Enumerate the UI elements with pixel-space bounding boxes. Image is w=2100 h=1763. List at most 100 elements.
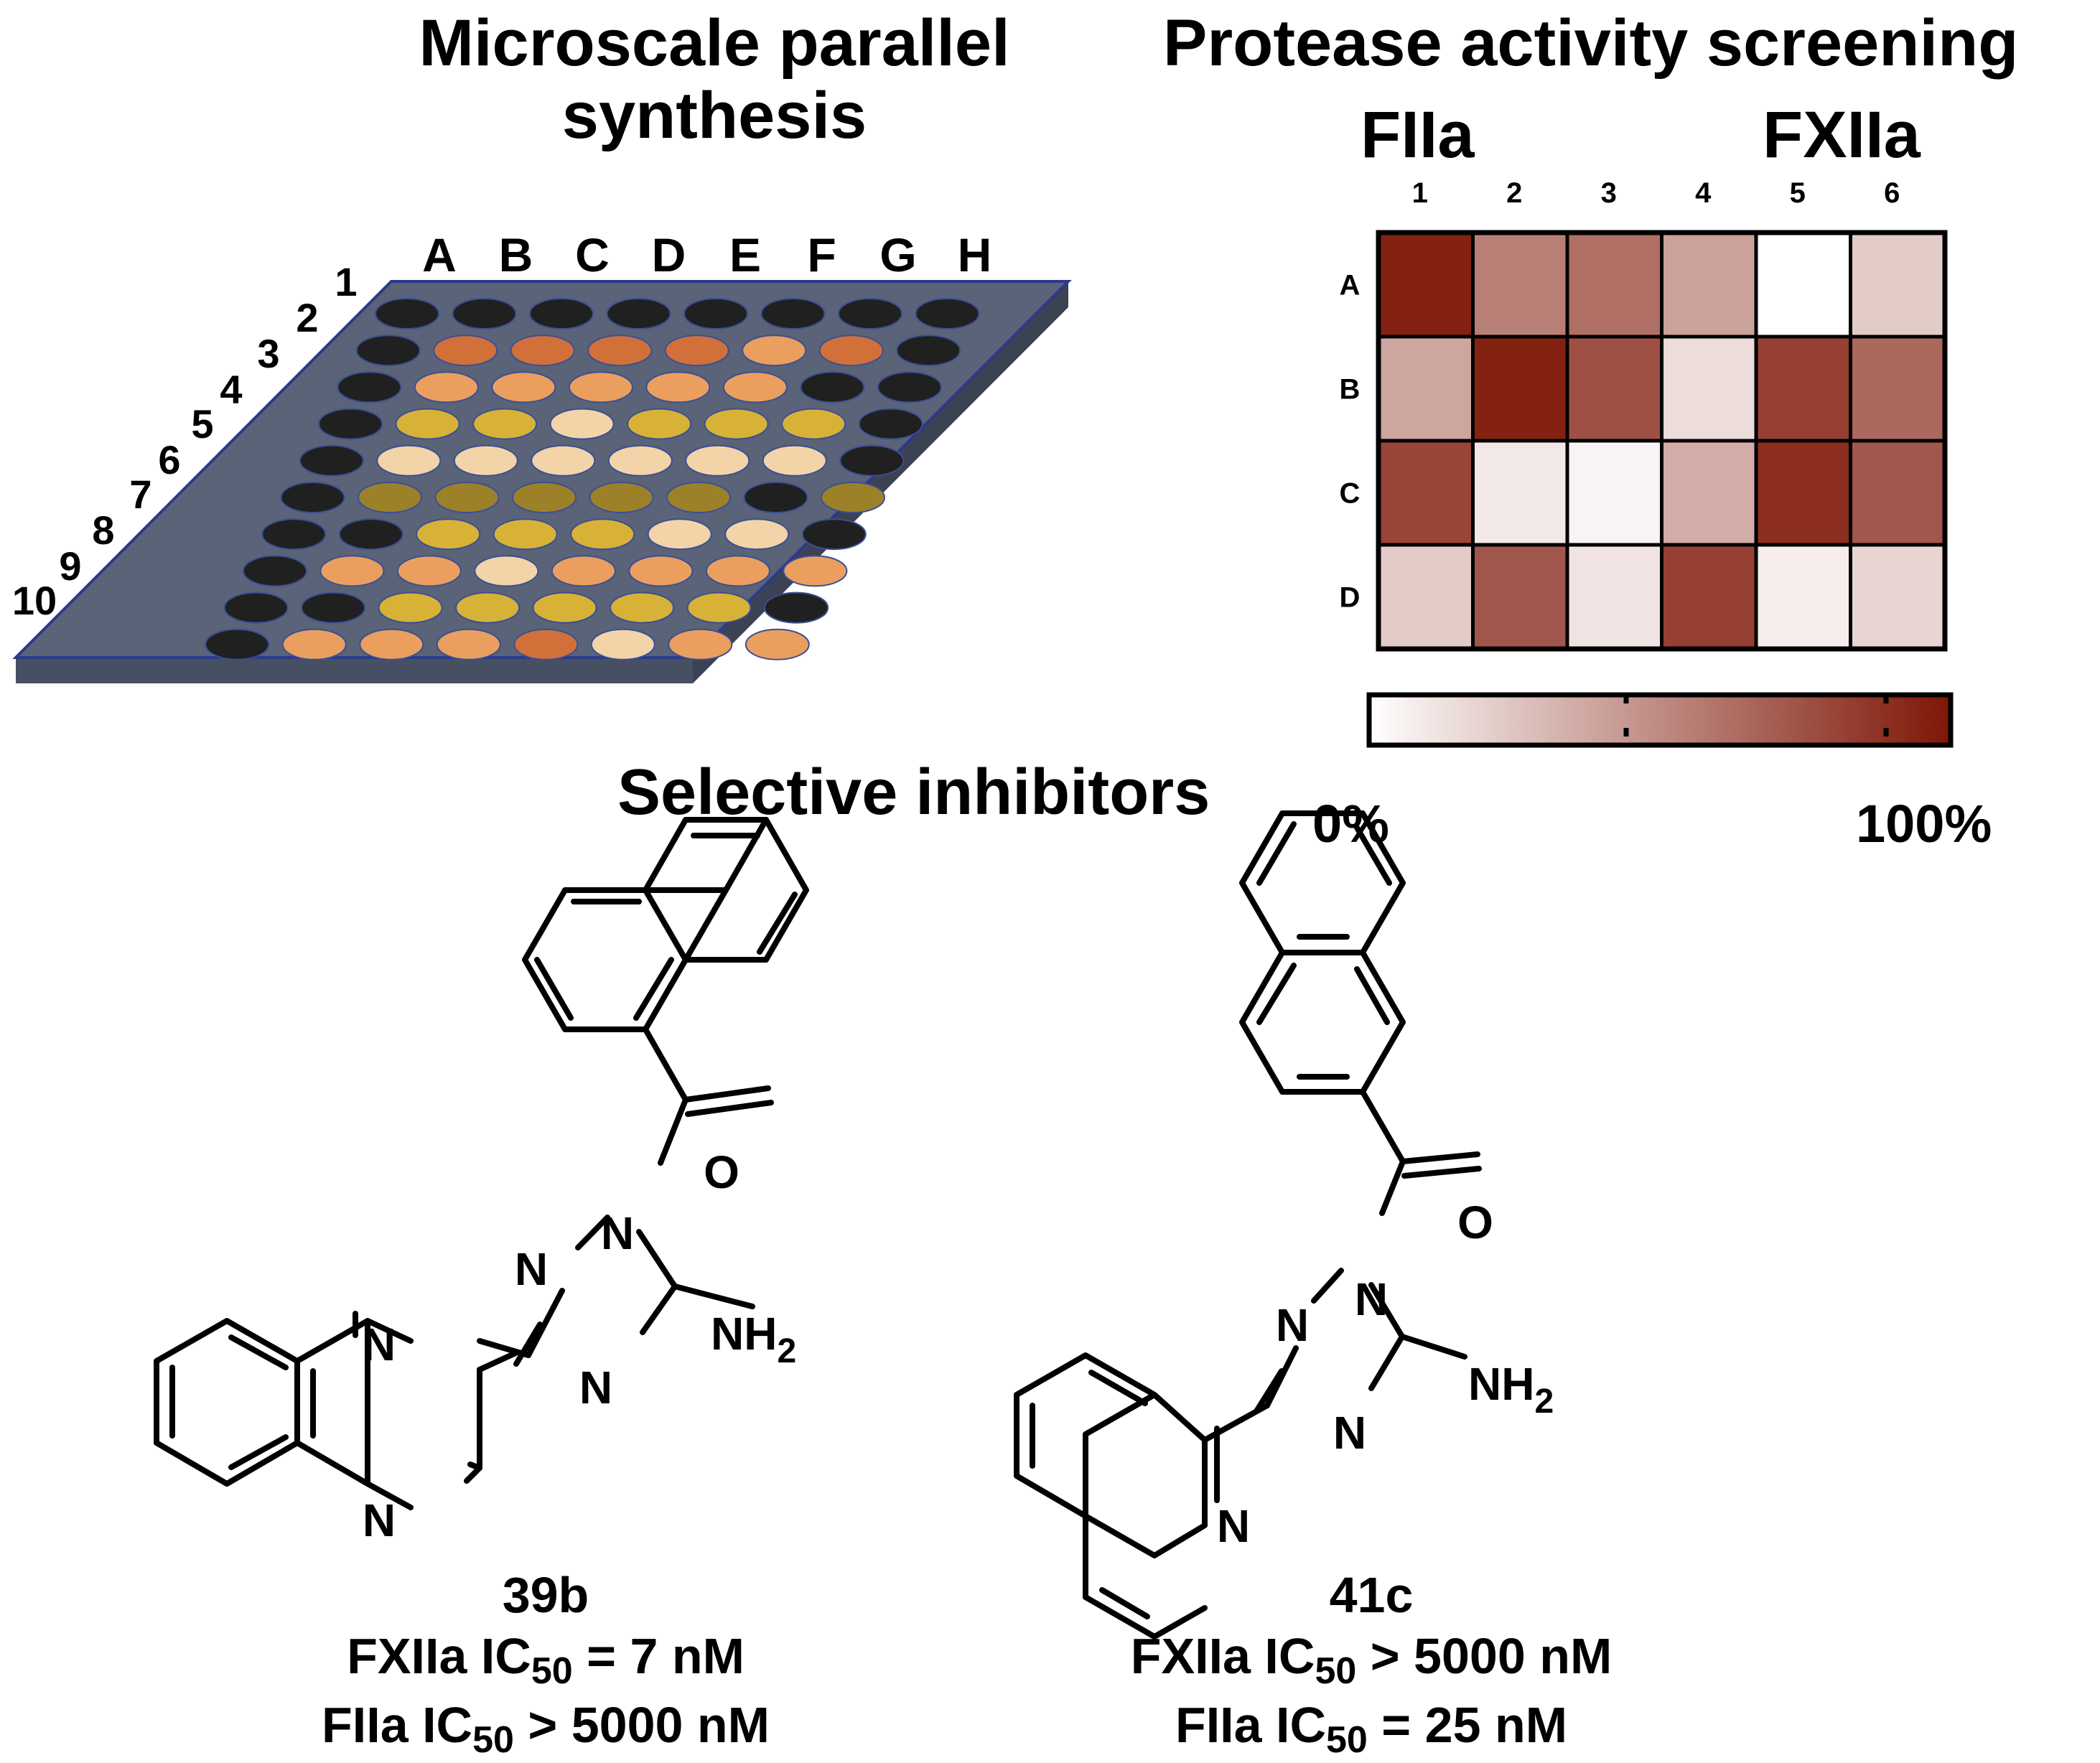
heatmap-cell xyxy=(1471,439,1569,547)
screening-title: Protease activity screening xyxy=(1163,6,2019,80)
compound-39b-caption: 39b FXIIa IC50 = 7 nM FIIa IC50 > 5000 n… xyxy=(215,1565,876,1763)
plate-side xyxy=(693,281,1068,683)
plate-row-label: 5 xyxy=(191,401,213,446)
plate-well xyxy=(416,518,481,551)
fiia-label: FIIa xyxy=(1361,98,1475,172)
heatmap-column-label: 2 xyxy=(1506,177,1522,209)
plate-well xyxy=(318,408,383,440)
plate-row-label: 1 xyxy=(335,259,357,304)
plate-well xyxy=(685,444,750,477)
plate-well xyxy=(645,371,711,403)
plate-well xyxy=(627,408,692,440)
heatmap-cell xyxy=(1565,543,1663,651)
heatmap-column-label: 1 xyxy=(1412,177,1428,209)
plate-well xyxy=(764,591,829,624)
plate-well xyxy=(606,298,671,329)
plate-column-label: B xyxy=(499,228,533,281)
compound-41c-fiia-sub: 50 xyxy=(1326,1718,1368,1761)
atom-nitrogen: N xyxy=(1355,1273,1388,1325)
plate-well xyxy=(742,335,807,367)
heatmap-cell xyxy=(1565,439,1663,547)
plate-well xyxy=(531,444,596,477)
plate-well xyxy=(896,335,961,367)
plate-well xyxy=(474,555,539,587)
plate-well xyxy=(647,518,712,551)
heatmap-cell xyxy=(1754,439,1852,547)
plate-column-label: H xyxy=(958,228,992,281)
plate-row-label: 3 xyxy=(257,331,279,376)
heatmap-cell xyxy=(1754,230,1852,339)
plate-well xyxy=(760,298,826,329)
plate-well xyxy=(355,335,421,367)
heatmap-cell xyxy=(1376,543,1475,651)
plate-well xyxy=(664,335,729,367)
plate-row-label: 9 xyxy=(59,543,81,589)
plate-wells xyxy=(205,298,980,660)
plate-well xyxy=(800,371,865,403)
plate-well xyxy=(549,408,615,440)
colorbar xyxy=(1366,692,1954,748)
plate-well xyxy=(589,482,654,513)
plate-column-label: F xyxy=(807,228,836,281)
atom-nitrogen: N xyxy=(1333,1407,1366,1459)
compound-39b-fxiia-label: FXIIa IC xyxy=(347,1628,531,1685)
heatmap-cell xyxy=(1660,439,1758,547)
atom-nitrogen: N xyxy=(1217,1500,1250,1552)
heatmap-cell xyxy=(1660,335,1758,443)
plate-row-label: 6 xyxy=(158,437,180,482)
compound-39b-id: 39b xyxy=(502,1567,589,1623)
plate-front xyxy=(16,658,693,683)
atom-nitrogen: N xyxy=(579,1362,612,1413)
plate-column-label: D xyxy=(652,228,686,281)
plate-well xyxy=(722,371,788,403)
compound-39b-fiia-label: FIIa IC xyxy=(322,1696,473,1753)
plate-column-label: C xyxy=(575,228,610,281)
plate-well xyxy=(358,482,422,513)
plate-well xyxy=(338,518,403,551)
compound-41c-fiia-value: = 25 nM xyxy=(1367,1696,1568,1753)
heatmap-cell xyxy=(1471,230,1569,339)
compound-41c-fxiia-label: FXIIa IC xyxy=(1130,1628,1315,1685)
plate-well xyxy=(493,518,558,551)
plate-well xyxy=(395,408,460,440)
plate-well xyxy=(359,628,424,660)
plate-row-label: 8 xyxy=(92,508,114,553)
plate-row-label: 10 xyxy=(12,578,57,623)
atom-oxygen: O xyxy=(704,1146,739,1198)
plate-well xyxy=(299,444,364,477)
heatmap-cell xyxy=(1660,543,1758,651)
atom-amine: NH2 xyxy=(711,1308,796,1370)
plate-well xyxy=(628,555,694,587)
heatmap-column-label: 3 xyxy=(1601,177,1617,209)
plate-well xyxy=(433,335,498,367)
plate-well xyxy=(414,371,479,403)
plate-well xyxy=(472,408,538,440)
plate-well xyxy=(683,298,748,329)
plate-well xyxy=(452,298,517,329)
heatmap-cell xyxy=(1849,439,1947,547)
plate-well xyxy=(205,628,270,660)
plate-row-label: 7 xyxy=(129,472,151,517)
plate-well xyxy=(280,482,345,513)
plate-well xyxy=(529,298,594,329)
compound-39b-fiia-sub: 50 xyxy=(472,1718,514,1761)
plate-well xyxy=(512,482,577,513)
heatmap-cell xyxy=(1754,543,1852,651)
heatmap-cell xyxy=(1849,230,1947,339)
plate-well xyxy=(666,482,731,513)
synthesis-title: Microscale parallel synthesis xyxy=(302,6,1127,153)
plate-well xyxy=(434,482,500,513)
plate-row-label: 4 xyxy=(220,367,242,412)
plate-well xyxy=(587,335,653,367)
heatmap-cell xyxy=(1565,335,1663,443)
plate-well xyxy=(877,371,942,403)
plate-column-label: A xyxy=(422,228,457,281)
plate-well xyxy=(743,482,808,513)
heatmap-cell xyxy=(1376,335,1475,443)
synthesis-title-line2: synthesis xyxy=(561,79,867,153)
atom-nitrogen: N xyxy=(363,1319,396,1370)
plate-well xyxy=(436,628,501,660)
